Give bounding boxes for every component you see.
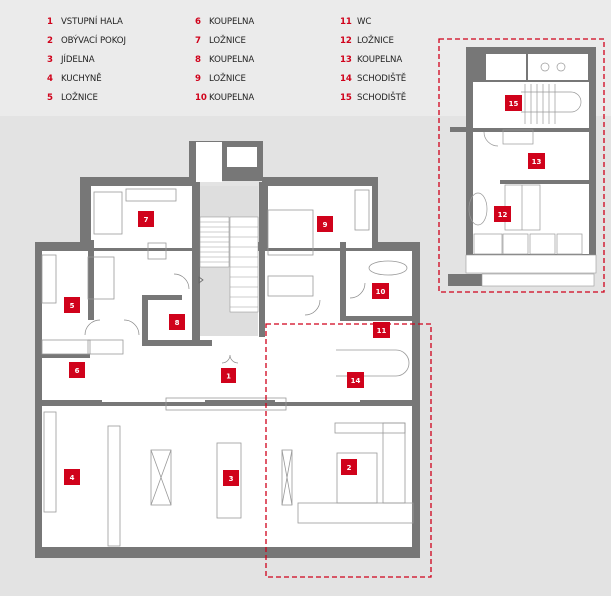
svg-text:2: 2	[347, 464, 352, 472]
upper-floor: 12 13 15	[448, 47, 597, 287]
svg-text:6: 6	[75, 367, 80, 375]
room-tag-12: 12	[494, 206, 511, 222]
svg-text:13: 13	[532, 158, 542, 166]
room-tag-5: 5	[64, 297, 80, 313]
room-tag-7: 7	[138, 211, 154, 227]
svg-text:8: 8	[175, 319, 180, 327]
room-tag-11: 11	[373, 322, 390, 338]
furniture	[41, 188, 414, 547]
room-tag-10: 10	[372, 283, 389, 299]
room-tag-14: 14	[347, 372, 364, 388]
stair-hall	[198, 186, 259, 336]
room-tag-13: 13	[528, 153, 545, 169]
svg-text:10: 10	[376, 288, 386, 296]
room-tag-3: 3	[223, 470, 239, 486]
stair-arrow-icon	[198, 276, 204, 284]
room-tag-1: 1	[221, 368, 236, 383]
svg-text:12: 12	[498, 211, 508, 219]
room-tag-9: 9	[317, 216, 333, 232]
svg-text:9: 9	[323, 221, 328, 229]
doors	[84, 273, 366, 364]
room-tag-2: 2	[341, 459, 357, 475]
highlight-box-upper	[438, 38, 605, 293]
room-tag-8: 8	[169, 314, 185, 330]
interior-walls	[40, 182, 412, 406]
svg-text:4: 4	[70, 474, 75, 482]
svg-text:7: 7	[144, 216, 149, 224]
highlight-box-lower	[265, 323, 432, 578]
svg-text:1: 1	[226, 373, 231, 381]
room-tag-4: 4	[64, 469, 80, 485]
svg-text:14: 14	[351, 377, 361, 385]
svg-text:5: 5	[70, 302, 75, 310]
room-tag-6: 6	[69, 362, 85, 378]
room-tags: 1 2 3 4 5 6 7 8 9 10 11 14	[64, 211, 390, 486]
room-tag-15: 15	[505, 95, 522, 111]
svg-text:15: 15	[509, 100, 519, 108]
svg-text:3: 3	[229, 475, 234, 483]
svg-text:11: 11	[377, 327, 387, 335]
